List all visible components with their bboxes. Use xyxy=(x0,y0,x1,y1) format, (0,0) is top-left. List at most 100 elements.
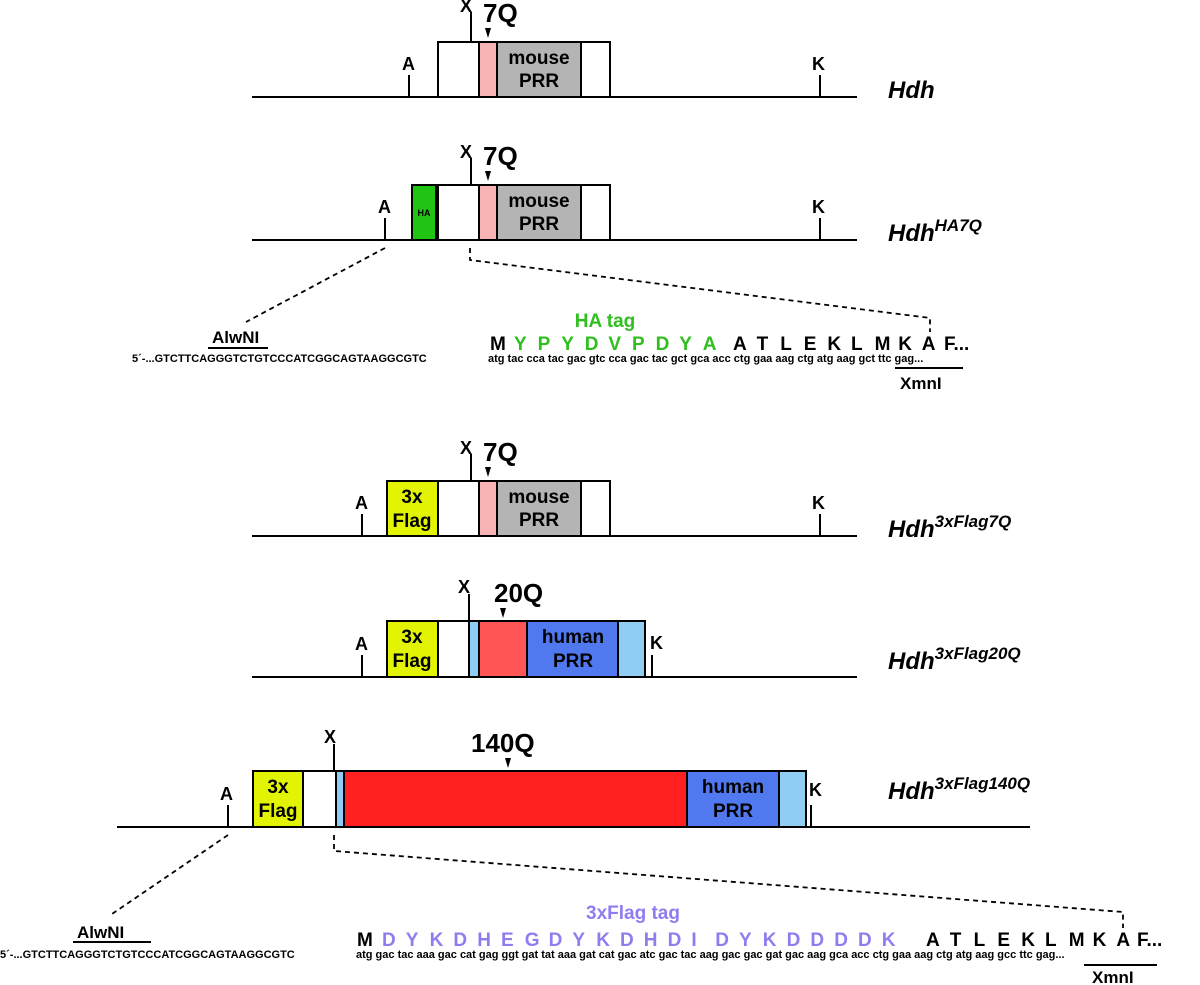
aa-start: M xyxy=(490,334,506,355)
polyq-label: 140Q xyxy=(471,728,535,758)
aa-residue: D xyxy=(656,334,670,355)
polyq-arrow-icon xyxy=(500,608,506,618)
flag-tag-box xyxy=(252,770,304,828)
construct-hdh-ha7q: HA mouse PRR A X K 7Q HdhHA7Q xyxy=(245,141,982,332)
gene-name: Hdh3xFlag140Q xyxy=(888,774,1030,805)
aa-residue: I xyxy=(691,930,696,951)
prr-label-line1: human xyxy=(702,777,764,798)
aa-residue: K xyxy=(596,930,610,951)
alwni-label: AlwNI xyxy=(77,923,124,942)
aa-residue: K xyxy=(763,930,777,951)
polyq-label: 20Q xyxy=(494,578,543,608)
aa-residue: H xyxy=(477,930,491,951)
prr-segment xyxy=(496,184,582,241)
site-a-label: A xyxy=(378,197,391,217)
site-x-label: X xyxy=(324,727,336,747)
polyq-segment xyxy=(478,620,528,678)
prr-label-line1: mouse xyxy=(508,48,569,69)
aa-residue: K xyxy=(430,930,444,951)
zoom-line-left xyxy=(245,247,386,323)
polyq-segment xyxy=(343,770,688,828)
aa-residue: A xyxy=(922,334,936,355)
prr-label-line2: PRR xyxy=(519,510,559,531)
polyq-arrow-icon xyxy=(505,758,511,768)
flag-box-label-line1: 3x xyxy=(401,627,423,648)
aa-residue: A xyxy=(926,930,940,951)
aa-residue: E xyxy=(501,930,514,951)
aa-residue: T xyxy=(950,930,962,951)
site-k-label: K xyxy=(809,780,822,800)
aa-residue: A xyxy=(733,334,747,355)
aa-residue: E xyxy=(804,334,817,355)
flag-box-label-line2: Flag xyxy=(392,651,431,672)
aa-residue: K xyxy=(1021,930,1035,951)
zoom-line-right xyxy=(333,835,1124,928)
prr-segment xyxy=(526,620,619,678)
aa-residue: D xyxy=(453,930,467,951)
polyq-segment xyxy=(478,41,498,98)
aa-residue: D xyxy=(620,930,634,951)
aa-residue: L xyxy=(974,930,986,951)
aa-residue: Y xyxy=(406,930,419,951)
aa-residue: P xyxy=(538,334,551,355)
prr-label-line1: mouse xyxy=(508,191,569,212)
light-blue-segment xyxy=(335,770,345,828)
aa-residue: D xyxy=(715,930,729,951)
aa-residue: L xyxy=(851,334,863,355)
gene-name: Hdh3xFlag20Q xyxy=(888,644,1021,675)
aa-residue: K xyxy=(827,334,841,355)
aa-end: F... xyxy=(944,334,969,355)
aa-residue: D xyxy=(858,930,872,951)
light-blue-segment xyxy=(468,620,480,678)
polyq-label: 7Q xyxy=(483,141,518,171)
aa-residue: K xyxy=(898,334,912,355)
ha-tag-label: HA tag xyxy=(575,311,636,332)
site-a-label: A xyxy=(220,784,233,804)
aa-residue: D xyxy=(668,930,682,951)
ha-sequence-block: AlwNI 5´-...GTCTTCAGGGTCTGTCCCATCGGCAGTA… xyxy=(132,311,969,393)
flag-tag-box xyxy=(386,620,439,678)
zoom-line-right xyxy=(469,248,931,332)
prr-label-line2: PRR xyxy=(519,214,559,235)
polyq-arrow-icon xyxy=(485,171,491,181)
construct-hdh-3xflag20q: 3x Flag human PRR A X K 20Q Hdh3xFlag20Q xyxy=(252,577,1021,678)
flag-box-label-line1: 3x xyxy=(267,777,289,798)
construct-hdh-3xflag140q: 3x Flag human PRR A X K 140Q Hdh3xFlag14… xyxy=(111,727,1124,928)
aa-residue: V xyxy=(608,334,621,355)
nucleotide-sequence: 5´-...GTCTTCAGGGTCTGTCCCATCGGCAGTAAGGCGT… xyxy=(0,949,295,961)
aa-residue: T xyxy=(757,334,769,355)
aa-residue: Y xyxy=(572,930,585,951)
polyq-arrow-icon xyxy=(485,28,491,38)
prr-segment xyxy=(496,41,582,98)
aa-residue: K xyxy=(1093,930,1107,951)
light-blue-segment xyxy=(617,620,646,678)
flag-tag-box xyxy=(386,480,439,537)
site-k-label: K xyxy=(812,54,825,74)
aa-residue: D xyxy=(834,930,848,951)
site-k-label: K xyxy=(650,633,663,653)
aa-residue: H xyxy=(644,930,658,951)
construct-hdh: mouse PRR A X K 7Q Hdh xyxy=(252,0,935,104)
aa-end: F... xyxy=(1137,930,1162,951)
aa-residue: L xyxy=(1045,930,1057,951)
codon-sequence: atg tac cca tac gac gtc cca gac tac gct … xyxy=(488,353,923,365)
aa-residue: M xyxy=(875,334,891,355)
site-x-label: X xyxy=(460,438,472,458)
aa-residue: K xyxy=(882,930,896,951)
polyq-label: 7Q xyxy=(483,437,518,467)
prr-label-line2: PRR xyxy=(553,651,593,672)
ha-tag-box-label: HA xyxy=(418,208,431,218)
xmni-label: XmnI xyxy=(900,374,942,393)
aa-residue: Y xyxy=(561,334,574,355)
aa-residue: Y xyxy=(739,930,752,951)
alwni-label: AlwNI xyxy=(212,328,259,347)
aa-residue: A xyxy=(703,334,717,355)
aa-residue: D xyxy=(585,334,599,355)
prr-label-line2: PRR xyxy=(519,71,559,92)
aa-residue: D xyxy=(382,930,396,951)
aa-residue: P xyxy=(632,334,645,355)
